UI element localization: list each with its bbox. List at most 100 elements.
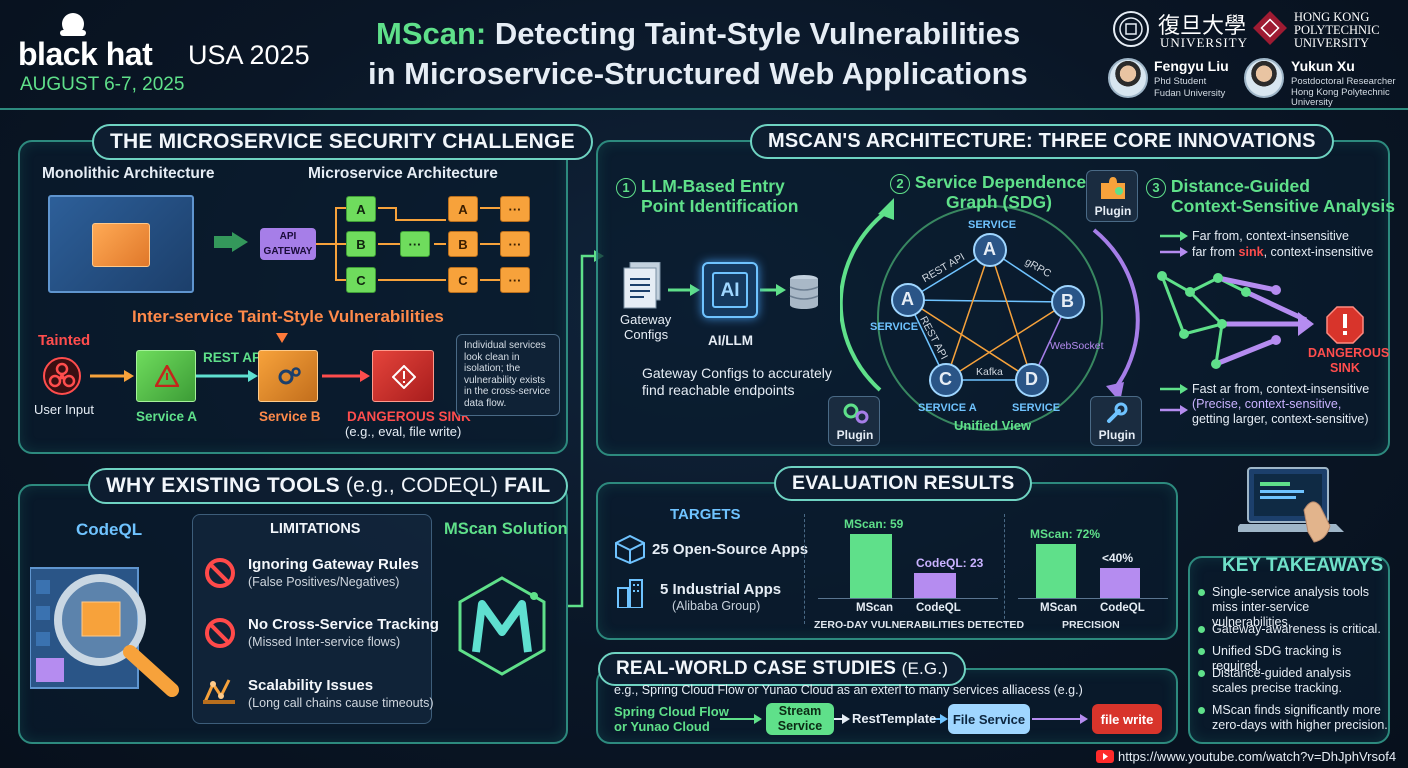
tainted-label: Tainted [38, 332, 91, 349]
legend-arrow-green-2 [1160, 384, 1188, 394]
plugin-card-top[interactable]: Plugin [1086, 170, 1138, 222]
svc-label-d: SERVICE [1012, 402, 1061, 414]
polyu-logo-icon [1252, 10, 1288, 46]
sdg-node-a-left: A [901, 289, 914, 309]
plugin-card-left[interactable]: Plugin [828, 396, 880, 446]
down-triangle-icon [276, 330, 288, 348]
footer-url[interactable]: https://www.youtube.com/watch?v=DhJphVrs… [1118, 749, 1397, 764]
micro-node-c2: C [448, 267, 478, 293]
takeaway-2-text: Gateway-awareness is critical. [1212, 622, 1381, 636]
takeaway-3: Unified SDG tracking is required. [1198, 644, 1388, 674]
cases-desc: e.g., Spring Cloud Flow or Yunao Cloud a… [614, 683, 1083, 697]
distance-guided-graph [1157, 271, 1314, 369]
ai-chip-icon: AI [702, 262, 758, 318]
takeaway-2: Gateway-awareness is critical. [1198, 622, 1388, 637]
target-open-source-text: Open-Source Apps [672, 541, 809, 558]
warning-icon [153, 363, 181, 392]
mono-label: Monolithic Architecture [42, 165, 215, 182]
note-text: Individual services look clean in isolat… [464, 340, 551, 409]
micro-node-x2: ··· [500, 231, 530, 257]
no-entry-icon-2 [205, 618, 235, 648]
innovation3-line1: Distance-Guided [1170, 176, 1310, 196]
chart-precision: MScan: 72% <40% [1018, 510, 1168, 602]
takeaway-5-text: MScan finds significantly more zero-days… [1212, 703, 1388, 732]
innovation1-num: 1 [616, 178, 636, 198]
title-line1-rest: Detecting Taint-Style Vulnerabilities [494, 16, 1021, 51]
target-industrial-text: Industrial Apps [672, 581, 782, 598]
legend-far-sink-c: , context-insensitive [1263, 245, 1374, 259]
arch-title: MSCAN'S ARCHITECTURE: THREE CORE INNOVAT… [750, 124, 1334, 159]
ai-chip-label: AI [712, 272, 748, 308]
legend-fast-insensitive: Fast ar from, context-insensitive [1192, 382, 1370, 396]
sdg-node-b: B [1061, 291, 1074, 311]
limitation-scalability: Scalability Issues (Long call chains cau… [248, 677, 434, 710]
legend-far-sink: far from sink, context-insensitive [1192, 245, 1373, 259]
axis-baseline-zeroday [818, 598, 998, 599]
case-source-1: Spring Cloud Flow [614, 704, 729, 719]
target-industrial-sub: (Alibaba Group) [672, 599, 761, 613]
innovation3-num: 3 [1146, 178, 1166, 198]
database-icon [788, 274, 820, 315]
micro-node-a2: A [448, 196, 478, 222]
page-title-line1: MScan: Detecting Taint-Style Vulnerabili… [376, 16, 1020, 52]
takeaway-1-text: Single-service analysis tools miss inter… [1212, 585, 1370, 629]
gears-icon [276, 364, 302, 395]
bar-mscan-precision [1036, 544, 1076, 598]
limitation-scalability-sub: (Long call chains cause timeouts) [248, 696, 434, 710]
innovation1-desc-1: Gateway Configs to accurately [642, 365, 832, 381]
cat-codeql-precision: CodeQL [1100, 602, 1145, 614]
bar-label-codeql-zeroday: CodeQL: 23 [916, 556, 984, 570]
plugin-card-right[interactable]: Plugin [1090, 396, 1142, 446]
micro-node-c: C [346, 267, 376, 293]
sdg-graph [840, 198, 1140, 431]
innovation3-line2: Context-Sensitive Analysis [1171, 196, 1396, 216]
monolith-core [92, 223, 150, 267]
micro-node-a: A [346, 196, 376, 222]
header: black hat USA 2025 AUGUST 6-7, 2025 MSca… [0, 0, 1408, 110]
sdg-node-a-top: A [983, 239, 996, 259]
mscan-solution-label: MScan Solution [444, 520, 568, 538]
targets-label: TARGETS [670, 506, 741, 523]
author2-role: Postdoctoral Researcher [1291, 76, 1396, 87]
blackhat-logo-icon [58, 12, 88, 38]
bar-label-mscan-zeroday: MScan: 59 [844, 517, 904, 531]
dangerous-sink-1: DANGEROUS [1308, 346, 1390, 360]
file-service-pill: File Service [948, 704, 1030, 734]
author2-name: Yukun Xu [1291, 58, 1355, 74]
cat-codeql-zeroday: CodeQL [916, 602, 961, 614]
takeaway-1: Single-service analysis tools miss inter… [1198, 585, 1388, 630]
stream-service-l2: Service [777, 719, 823, 733]
innovation2-line1: Service Dependence [914, 172, 1087, 192]
cat-mscan-zeroday: MScan [856, 602, 894, 614]
precision-caption: PRECISION [1062, 619, 1120, 631]
innovation1-line2: Point Identification [641, 196, 799, 216]
service-b-label: Service B [259, 409, 321, 424]
cat-mscan-precision: MScan [1040, 602, 1078, 614]
service-b-block [258, 350, 318, 402]
unified-view-label: Unified View [954, 418, 1032, 433]
stream-service-l1: Stream [778, 704, 822, 718]
author2-org1: Hong Kong Polytechnic [1291, 87, 1390, 98]
dangerous-sink-2: SINK [1330, 361, 1360, 375]
micro-node-mid: ··· [400, 231, 430, 257]
puzzle-icon [1099, 175, 1127, 206]
cube-icon [614, 534, 646, 569]
chart-zero-day: MScan: 59 CodeQL: 23 [818, 510, 998, 602]
micro-node-x1: ··· [500, 196, 530, 222]
service-a-label: Service A [136, 409, 198, 424]
sink-block [372, 350, 434, 402]
micro-node-x3: ··· [500, 267, 530, 293]
sink-example: (e.g., eval, file write) [345, 424, 462, 439]
eval-divider-1 [804, 514, 805, 624]
legend-far-sink-a: far from [1192, 245, 1239, 259]
laptop-hand-icon [1234, 466, 1348, 553]
takeaway-5: MScan finds significantly more zero-days… [1198, 703, 1388, 733]
bar-codeql-precision [1100, 568, 1140, 598]
limitation-cross-service: No Cross-Service Tracking (Missed Inter-… [248, 616, 439, 649]
service-a-block [136, 350, 196, 402]
event-date: AUGUST 6-7, 2025 [20, 74, 185, 95]
llm-flow-arrows [668, 284, 786, 296]
innovation1-desc-2: find reachable endpoints [642, 382, 795, 398]
zero-day-caption: ZERO-DAY VULNERABILITIES DETECTED [814, 619, 1025, 631]
event-name: USA 2025 [188, 40, 310, 70]
